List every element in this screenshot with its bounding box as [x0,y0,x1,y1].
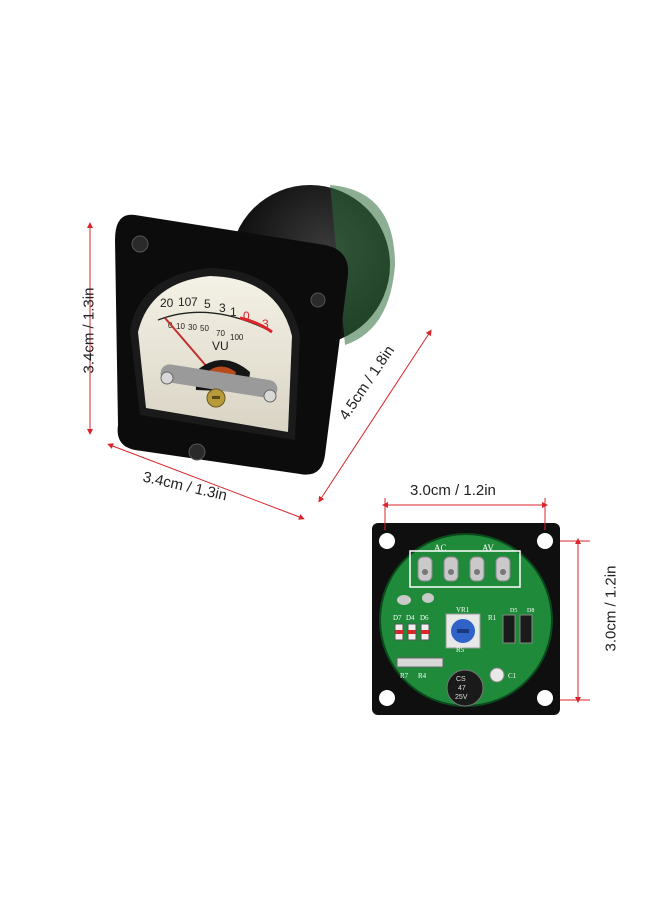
pcb-hole-tl [379,533,395,549]
mount-hole-tl [131,235,149,253]
pcb-back-view: AC AV VR1 R1 D7 D4 D6 R7 R4 R5 CS [372,523,560,715]
scale-top-0: 0 [243,309,250,323]
scale-bottom-100: 100 [230,333,244,342]
vu-meter-front-view: 20 10 7 5 3 1 0 3 0 10 30 50 70 100 VU [115,185,395,475]
transistor-2 [519,614,533,644]
dimension-height-left-label: 3.4cm / 1.3in [80,287,98,374]
pcb-label-r4: R4 [418,672,427,680]
transistor-1 [502,614,516,644]
pcb-hole-bl [379,690,395,706]
pcb-hole-br [537,690,553,706]
pcb-label-d4: D4 [406,614,415,622]
scale-top-3: 3 [219,301,226,315]
pcb-label-r1: R1 [488,614,497,622]
pcb-label-av: AV [482,543,494,553]
pcb-label-d8: D8 [527,608,534,614]
scale-top-10: 10 [178,295,192,309]
dimension-width-back-label: 3.0cm / 1.2in [410,482,496,499]
capacitor [446,669,484,707]
scale-bottom-50: 50 [200,324,209,333]
pcb-hole-tr [537,533,553,549]
meter-rear-pcb-edge [330,185,395,345]
front-dimensions [87,222,432,520]
cap-text-2: 47 [458,685,466,692]
scale-top-7: 7 [191,295,198,309]
scale-top-20: 20 [160,296,174,310]
cap-text-3: 25V [455,694,468,701]
vu-label: VU [212,339,229,353]
capacitor-c1 [489,667,505,683]
pcb-label-r5: R5 [456,646,465,654]
pcb-label-d5: D5 [510,608,517,614]
dim-line-width-front [107,443,305,520]
cap-text-1: CS [456,676,466,683]
scale-bottom-10: 10 [176,322,185,331]
pcb-label-d7: D7 [393,614,402,622]
connector-outline [409,550,521,588]
scale-top-plus3: 3 [262,317,269,331]
mount-hole-bottom [188,443,206,461]
mount-hole-tr [310,292,326,308]
dim-line-depth [318,329,432,503]
pcb-dimensions [382,498,590,703]
scale-top-1: 1 [230,305,237,319]
scale-top-5: 5 [204,297,211,311]
pcb-label-r7: R7 [400,672,409,680]
pcb-label-d6: D6 [420,614,429,622]
pcb-label-ac: AC [434,543,447,553]
meter-bracket [160,364,278,398]
pcb-label-vr1: VR1 [456,606,470,614]
dimension-height-back-label: 3.0cm / 1.2in [602,565,620,652]
scale-bottom-30: 30 [188,323,197,332]
resistor-array [396,657,444,668]
scale-bottom-70: 70 [216,329,225,338]
pcb-label-c1: C1 [508,672,517,680]
